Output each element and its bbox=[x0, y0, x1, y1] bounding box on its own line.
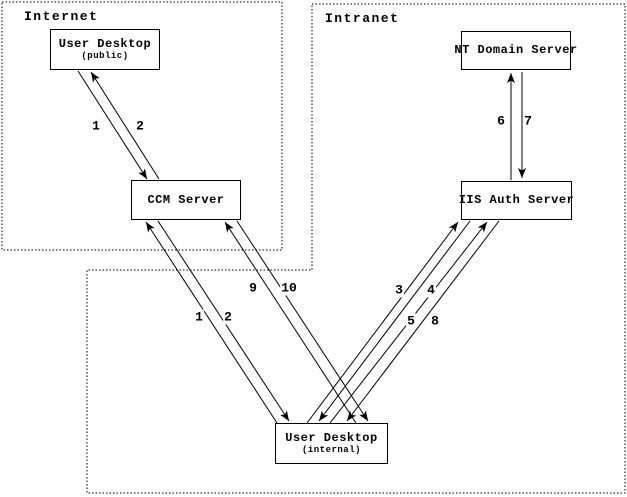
node-nt-domain-server: NT Domain Server bbox=[454, 31, 577, 70]
edge-line-step-4 bbox=[318, 220, 471, 422]
edge-label-step-2-public: 2 bbox=[135, 118, 145, 134]
node-label: CCM Server bbox=[147, 192, 225, 207]
edge-label-step-3: 3 bbox=[394, 282, 404, 298]
edge-line-step-3 bbox=[306, 221, 459, 424]
region-label-internet: Internet bbox=[24, 9, 99, 24]
edge-label-step-2-internal: 2 bbox=[223, 309, 233, 325]
edge-label-step-4: 4 bbox=[426, 282, 436, 298]
region-outline-internet bbox=[1, 1, 283, 251]
edge-line-step-10 bbox=[236, 220, 369, 422]
edge-label-step-1-internal: 1 bbox=[194, 309, 204, 325]
edge-line-step-1-internal bbox=[145, 221, 278, 424]
edge-label-step-1-public: 1 bbox=[91, 118, 101, 134]
node-label: NT Domain Server bbox=[454, 43, 578, 57]
region-outline-intranet bbox=[86, 3, 626, 494]
edge-line-step-9 bbox=[224, 221, 357, 424]
node-label: User Desktop bbox=[58, 37, 152, 51]
node-label: User Desktop bbox=[285, 431, 378, 445]
region-label-intranet: Intranet bbox=[325, 11, 400, 26]
edge-label-step-9: 9 bbox=[248, 280, 258, 296]
edge-label-step-6: 6 bbox=[496, 113, 506, 129]
edge-line-step-8 bbox=[346, 220, 500, 422]
node-iis-auth-server: IIS Auth Server bbox=[458, 181, 575, 220]
node-user-desktop-internal: User Desktop(internal) bbox=[275, 423, 388, 464]
node-user-desktop-public: User Desktop(public) bbox=[50, 29, 160, 70]
edge-label-step-8: 8 bbox=[430, 313, 440, 329]
node-sublabel: (public) bbox=[81, 51, 129, 61]
edge-line-step-2-public bbox=[90, 71, 160, 180]
edge-line-step-1-public bbox=[77, 70, 148, 180]
node-label: IIS Auth Server bbox=[458, 193, 575, 207]
node-ccm-server: CCM Server bbox=[131, 180, 241, 220]
edge-label-step-10: 10 bbox=[280, 280, 298, 296]
node-sublabel: (internal) bbox=[301, 445, 361, 455]
edge-label-step-5: 5 bbox=[406, 313, 416, 329]
edge-label-step-7: 7 bbox=[523, 113, 533, 129]
